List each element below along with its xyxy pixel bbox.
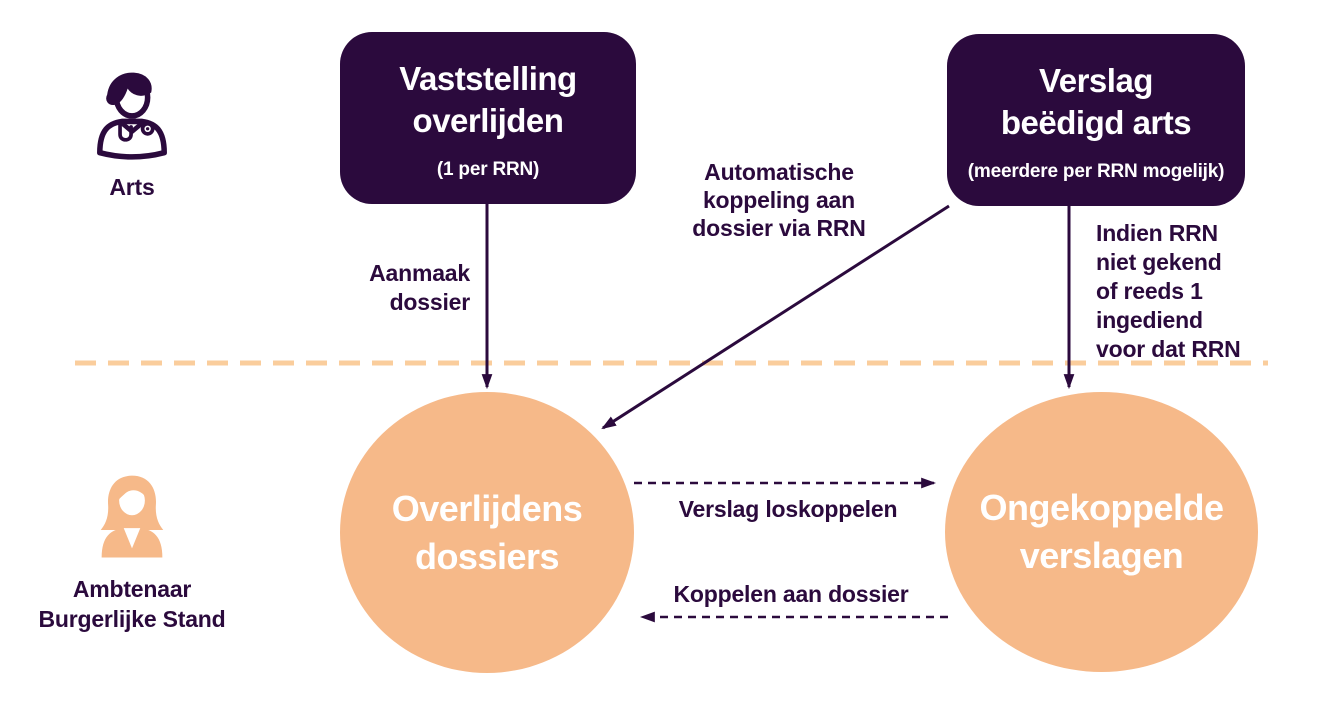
node-overlijdens-dossiers-line2: dossiers	[414, 535, 560, 577]
doctor-icon	[97, 72, 167, 160]
label-automatische-koppeling-line2: koppeling aan	[702, 187, 856, 213]
node-verslag-beedigd-arts: Verslag beëdigd arts (meerdere per RRN m…	[947, 34, 1245, 206]
label-aanmaak-dossier-line2: dossier	[389, 289, 471, 315]
label-aanmaak-dossier-line1: Aanmaak	[369, 260, 470, 286]
label-indien-rrn-line4: ingediend	[1096, 307, 1203, 333]
label-indien-rrn: Indien RRN niet gekend of reeds 1 ingedi…	[1096, 219, 1276, 364]
label-indien-rrn-line3: of reeds 1	[1096, 278, 1203, 304]
node-vaststelling-title: Vaststelling overlijden	[399, 58, 577, 142]
node-overlijdens-dossiers-label: Overlijdens dossiers	[392, 485, 583, 581]
label-verslag-loskoppelen: Verslag loskoppelen	[678, 496, 898, 522]
node-ongekoppelde-verslagen-line2: verslagen	[1019, 535, 1184, 576]
node-overlijdens-dossiers: Overlijdens dossiers	[340, 392, 634, 673]
node-vaststelling-title-line1: Vaststelling	[399, 60, 577, 97]
node-vaststelling-title-line2: overlijden	[412, 102, 564, 139]
label-koppelen-aan-dossier: Koppelen aan dossier	[673, 581, 909, 607]
node-verslag-title-line1: Verslag	[1039, 62, 1153, 99]
label-automatische-koppeling: Automatische koppeling aan dossier via R…	[668, 158, 890, 242]
node-ongekoppelde-verslagen: Ongekoppelde verslagen	[945, 392, 1258, 672]
actor-ambtenaar-label-line1: Ambtenaar	[72, 576, 192, 602]
label-indien-rrn-line5: voor dat RRN	[1096, 336, 1241, 362]
actor-arts: Arts	[12, 58, 252, 202]
node-verslag-subtitle: (meerdere per RRN mogelijk)	[967, 161, 1225, 182]
actor-arts-label: Arts	[109, 174, 155, 200]
node-verslag-title: Verslag beëdigd arts	[1000, 60, 1192, 144]
label-indien-rrn-line1: Indien RRN	[1096, 220, 1218, 246]
civil-servant-icon	[100, 475, 164, 558]
actor-ambtenaar: Ambtenaar Burgerlijke Stand	[12, 462, 252, 634]
node-overlijdens-dossiers-line1: Overlijdens	[391, 487, 583, 529]
node-ongekoppelde-verslagen-line1: Ongekoppelde	[979, 487, 1224, 528]
label-aanmaak-dossier: Aanmaak dossier	[328, 259, 470, 317]
label-automatische-koppeling-line3: dossier via RRN	[692, 215, 866, 241]
node-ongekoppelde-verslagen-label: Ongekoppelde verslagen	[979, 484, 1224, 580]
node-vaststelling-subtitle: (1 per RRN)	[436, 159, 540, 180]
node-vaststelling-overlijden: Vaststelling overlijden (1 per RRN)	[340, 32, 636, 204]
label-automatische-koppeling-line1: Automatische	[704, 159, 854, 185]
node-verslag-title-line2: beëdigd arts	[1000, 104, 1192, 141]
label-indien-rrn-line2: niet gekend	[1096, 249, 1222, 275]
actor-ambtenaar-label: Ambtenaar Burgerlijke Stand	[12, 574, 252, 634]
actor-ambtenaar-label-line2: Burgerlijke Stand	[38, 606, 226, 632]
